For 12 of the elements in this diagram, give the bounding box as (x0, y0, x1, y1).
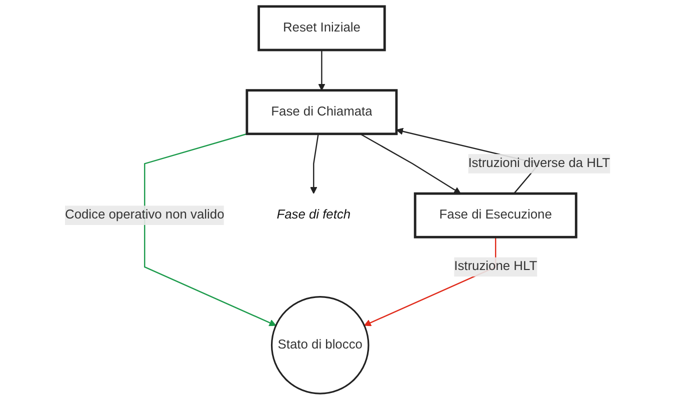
node-box: Reset Iniziale (258, 5, 386, 52)
node-box: Fase di Chiamata (246, 89, 398, 136)
node-box: Fase di Esecuzione (414, 192, 578, 238)
edge-label: Istruzioni diverse da HLT (468, 156, 610, 170)
edge-label: Istruzione HLT (454, 260, 538, 274)
arrow (310, 134, 319, 194)
arrow (360, 133, 461, 194)
edge-label: Codice operativo non valido (65, 208, 224, 222)
arrow (318, 50, 326, 91)
node-circle: Stato di blocco (270, 296, 370, 394)
node-text: Fase di fetch (276, 208, 351, 222)
arrow (144, 133, 276, 326)
